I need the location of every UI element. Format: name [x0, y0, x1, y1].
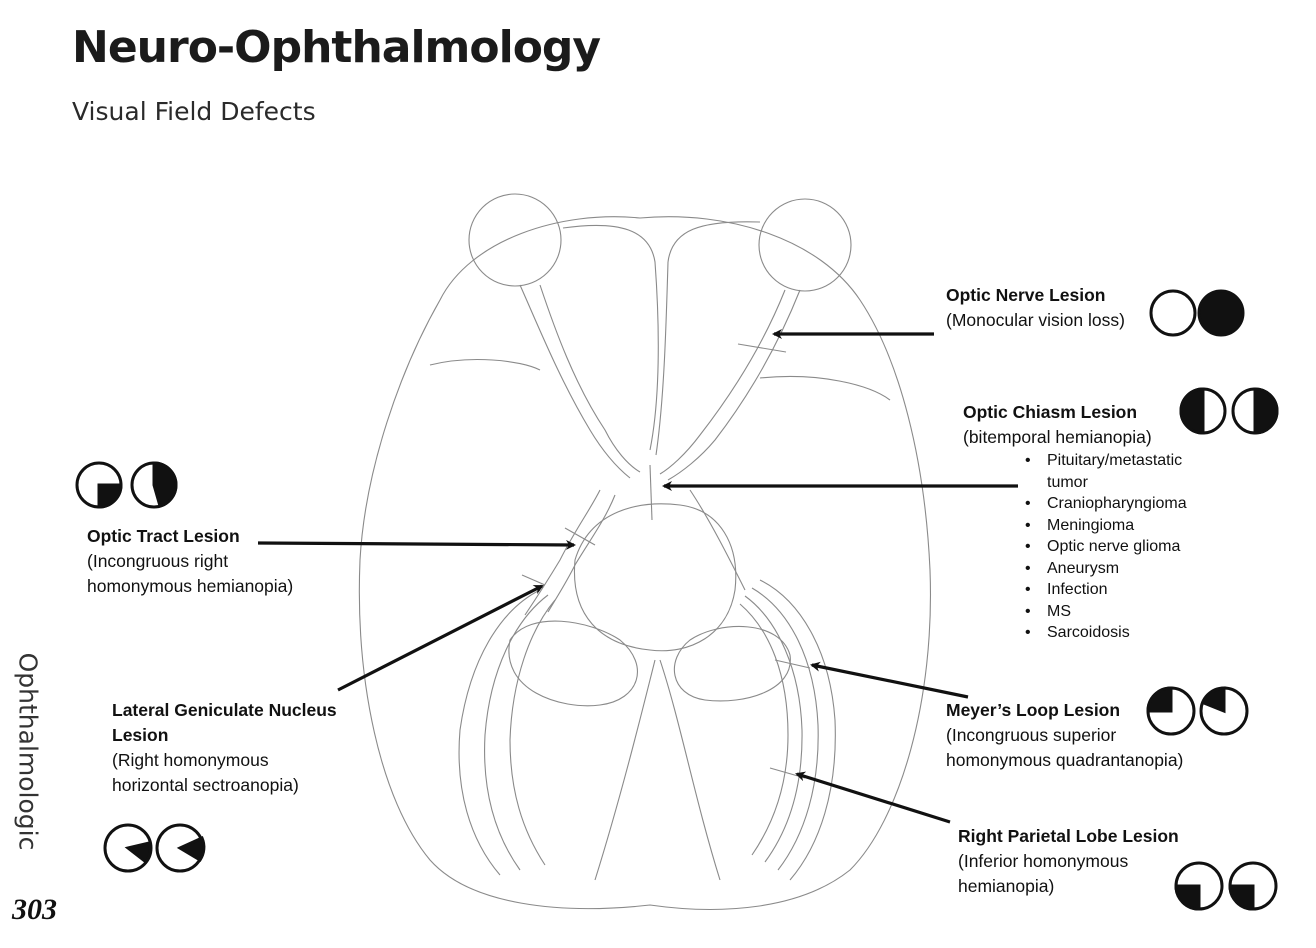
cause-item: Infection	[1023, 579, 1187, 601]
cause-item: Aneurysm	[1023, 558, 1187, 580]
visual-field-icons	[75, 289, 1279, 911]
cause-item: Sarcoidosis	[1023, 622, 1187, 644]
label-lgn: Lateral Geniculate Nucleus Lesion (Right…	[112, 698, 337, 798]
chiasm-causes-list: Pituitary/metastatic tumor Craniopharyng…	[1023, 450, 1187, 644]
optic-nerve-desc: (Monocular vision loss)	[946, 310, 1125, 330]
cause-item: Craniopharyngioma	[1023, 493, 1187, 515]
field-parietal	[1174, 861, 1278, 911]
field-optic-nerve	[1149, 289, 1245, 337]
meyers-loop-desc-2: homonymous quadrantanopia)	[946, 750, 1184, 770]
optic-tract-title: Optic Tract Lesion	[87, 526, 240, 546]
arrow-lgn	[337, 584, 544, 692]
cause-item: tumor	[1047, 473, 1088, 491]
meyers-loop-desc-1: (Incongruous superior	[946, 725, 1117, 745]
field-optic-chiasm	[1179, 387, 1279, 435]
optic-chiasm-title: Optic Chiasm Lesion	[963, 402, 1138, 422]
label-optic-tract: Optic Tract Lesion (Incongruous right ho…	[87, 524, 293, 599]
page-subtitle: Visual Field Defects	[72, 97, 316, 126]
optic-tract-desc-1: (Incongruous right	[87, 551, 229, 571]
cause-item: Pituitary/metastatic	[1023, 450, 1187, 472]
optic-tract-desc-2: homonymous hemianopia)	[87, 576, 294, 596]
label-meyers-loop: Meyer’s Loop Lesion (Incongruous superio…	[946, 698, 1183, 773]
arrow-optic-tract	[257, 539, 576, 550]
field-lgn	[103, 823, 206, 873]
lgn-title-1: Lateral Geniculate Nucleus	[112, 700, 337, 720]
label-optic-nerve: Optic Nerve Lesion (Monocular vision los…	[946, 283, 1125, 333]
cause-item: Meningioma	[1023, 515, 1187, 537]
meyers-loop-title: Meyer’s Loop Lesion	[946, 700, 1121, 720]
parietal-desc-1: (Inferior homonymous	[958, 851, 1129, 871]
lgn-title-2: Lesion	[112, 725, 169, 745]
lgn-desc-1: (Right homonymous	[112, 750, 269, 770]
brain-sketch	[358, 193, 932, 910]
optic-chiasm-desc: (bitemporal hemianopia)	[963, 427, 1152, 447]
parietal-desc-2: hemianopia)	[958, 876, 1055, 896]
page-number: 303	[12, 893, 57, 926]
cause-item: MS	[1023, 601, 1187, 623]
field-meyers-loop	[1146, 686, 1249, 736]
arrow-parietal	[795, 771, 951, 824]
lesion-arrows	[257, 329, 1018, 824]
arrow-meyers-loop	[810, 661, 969, 699]
parietal-title: Right Parietal Lobe Lesion	[958, 826, 1179, 846]
optic-nerve-title: Optic Nerve Lesion	[946, 285, 1106, 305]
field-optic-tract	[75, 461, 178, 509]
page-title: Neuro-Ophthalmology	[72, 22, 601, 73]
label-parietal: Right Parietal Lobe Lesion (Inferior hom…	[958, 824, 1179, 899]
label-optic-chiasm: Optic Chiasm Lesion (bitemporal hemianop…	[963, 400, 1152, 450]
lgn-desc-2: horizontal sectroanopia)	[112, 775, 299, 795]
cause-item: Optic nerve glioma	[1023, 536, 1187, 558]
